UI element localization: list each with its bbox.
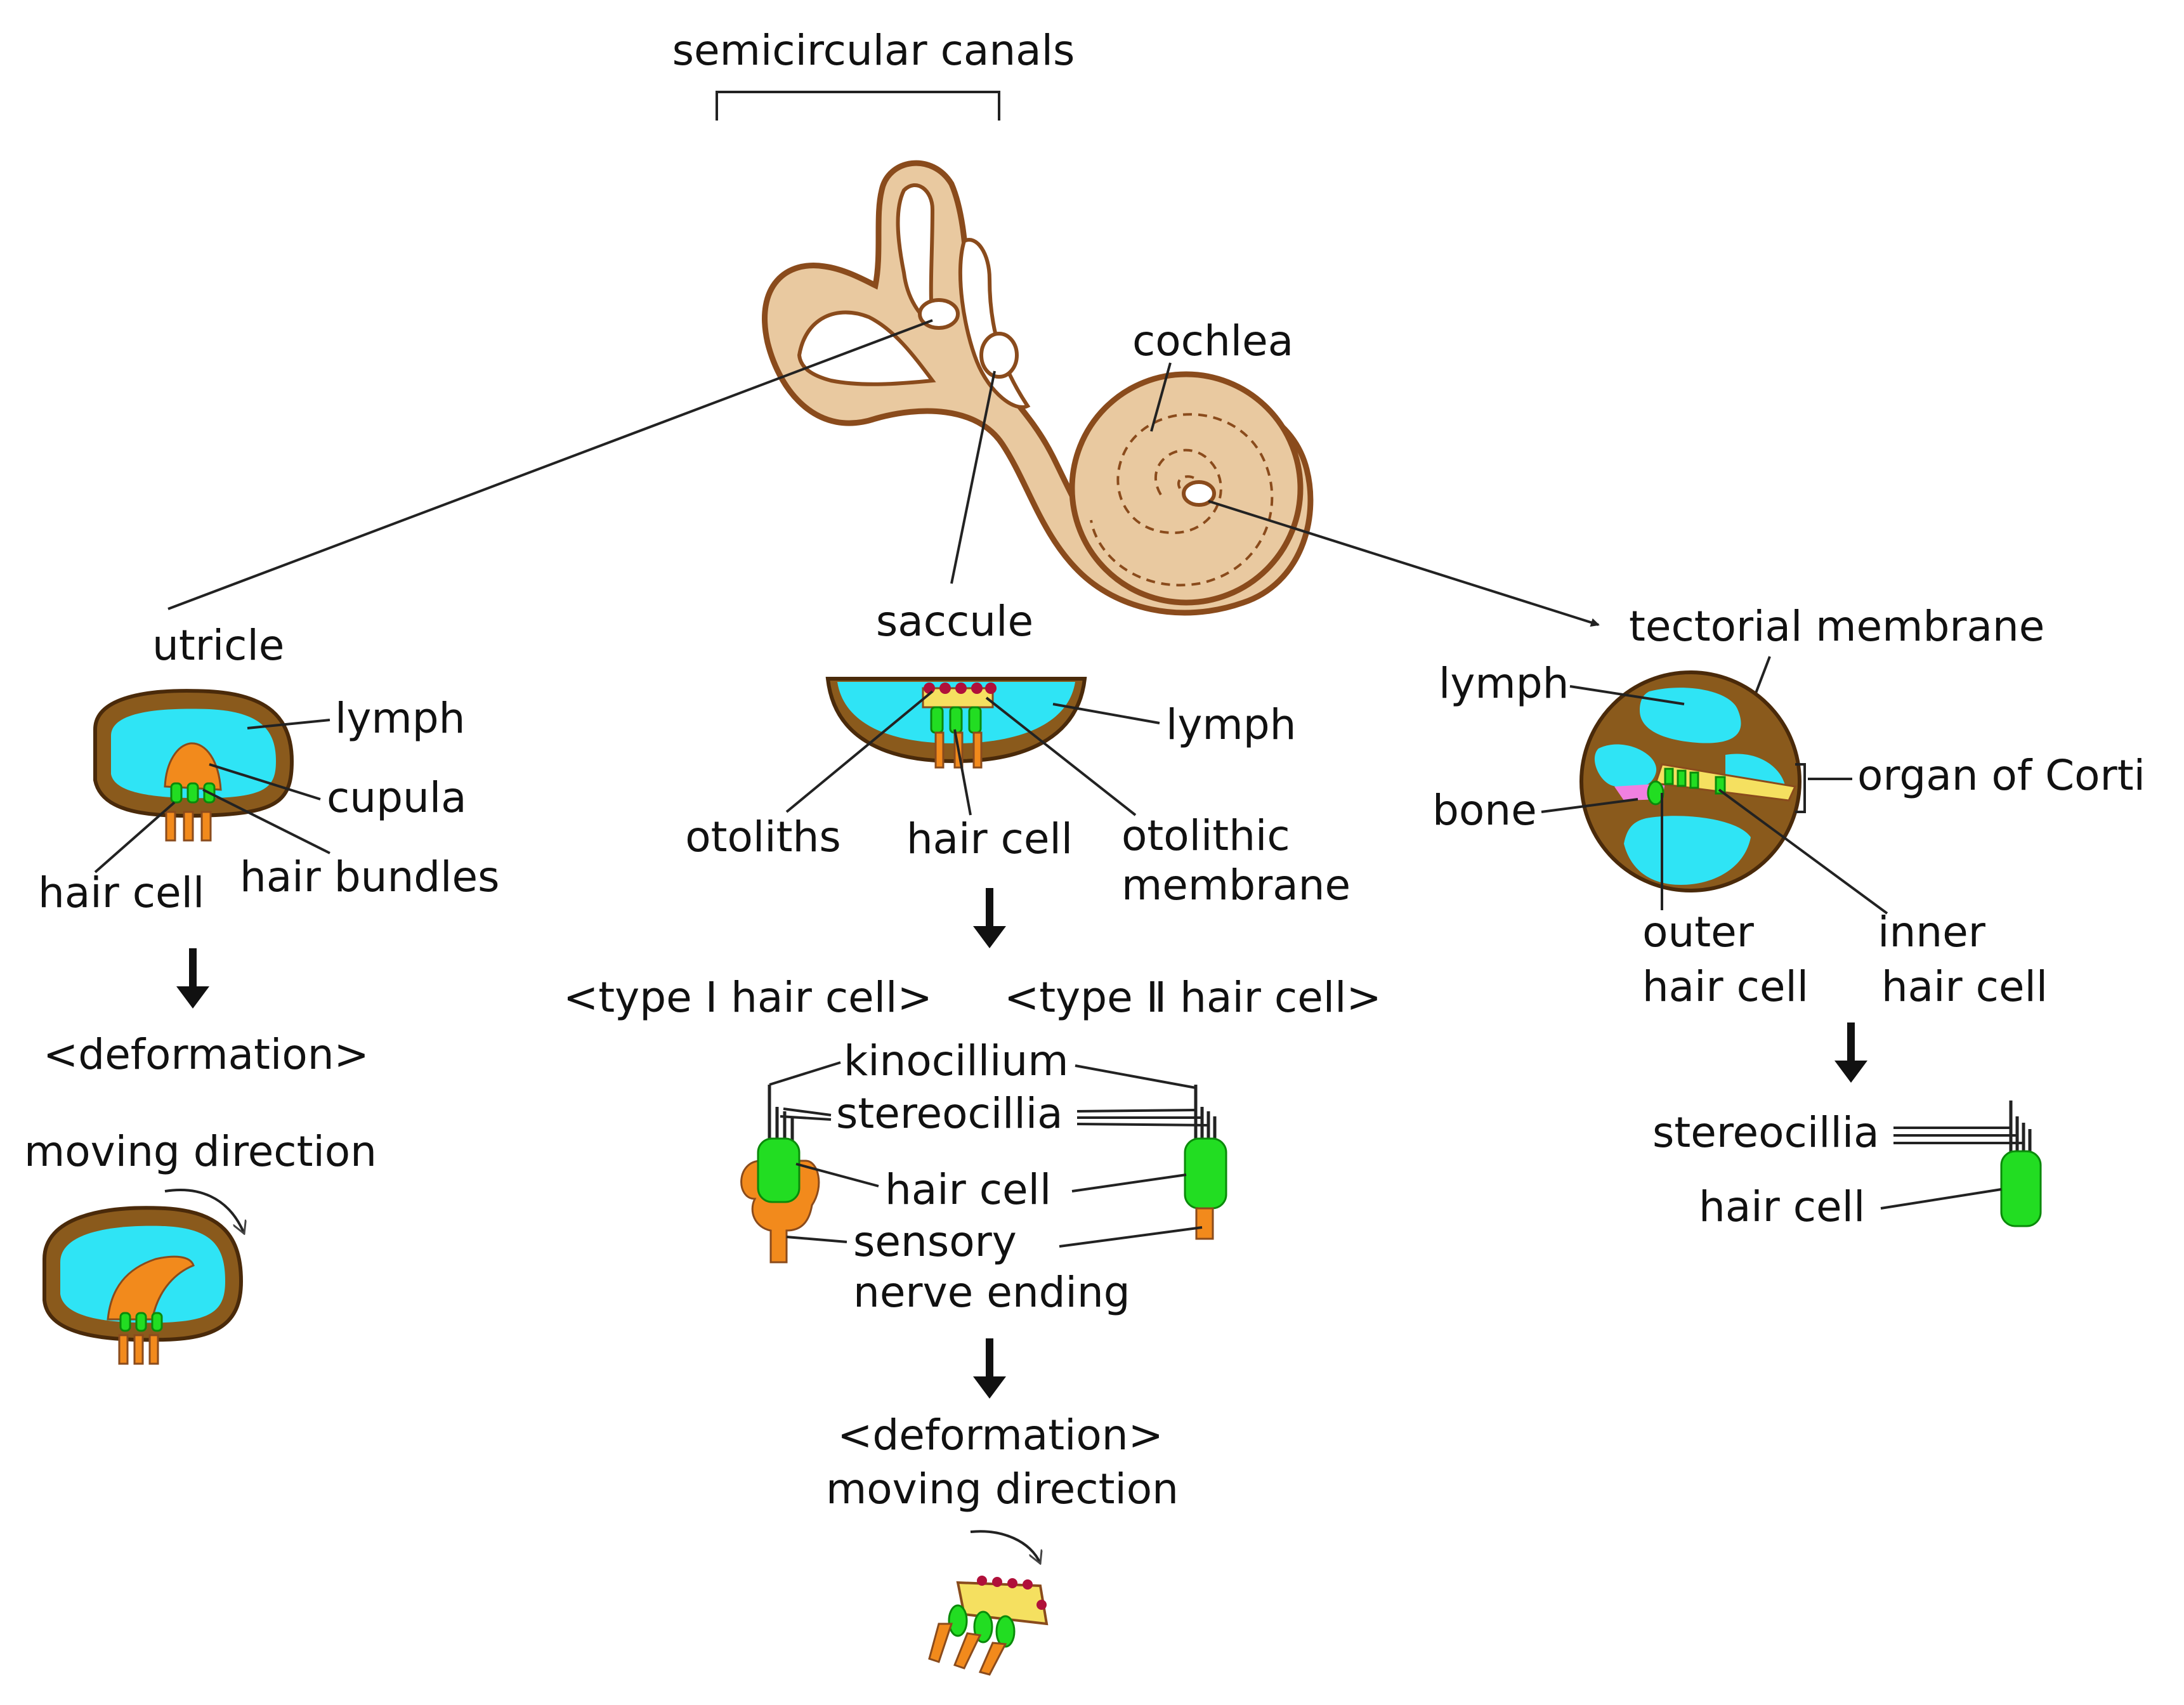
- saccule-otoliths-label: otoliths: [685, 813, 840, 861]
- inner-hair-cell-label-2: hair cell: [1881, 962, 2048, 1011]
- saccule-otolithic-label-2: membrane: [1121, 861, 1350, 910]
- stereocillia-leader-right-1: [1076, 1109, 1196, 1113]
- stereocillia-leader-left-2: [780, 1115, 832, 1121]
- cochlea-label: cochlea: [1132, 317, 1293, 365]
- hair-cell-right-leader: [1880, 1188, 2002, 1210]
- type2-hair-cell: [1184, 1085, 1227, 1240]
- stereocillia-right-label: stereocillia: [1652, 1108, 1880, 1157]
- inner-hair-cell-leader: [1718, 788, 1888, 915]
- organ-of-corti-label: organ of Corti: [1857, 751, 2145, 800]
- stereocillia-label: stereocillia: [836, 1089, 1063, 1138]
- sensory-leader-right: [1059, 1226, 1203, 1248]
- hair-cell-right-label: hair cell: [1699, 1182, 1865, 1231]
- cochlear-duct-section: [1579, 670, 1801, 892]
- utricle-label: utricle: [152, 621, 284, 670]
- saccule-lymph-label: lymph: [1166, 700, 1296, 749]
- tectorial-membrane-label: tectorial membrane: [1629, 602, 2044, 651]
- cochlea-down-arrow: [1834, 1022, 1867, 1083]
- cochlea-leader: [1150, 362, 1172, 432]
- saccule-moving-direction-label: moving direction: [826, 1465, 1179, 1513]
- type1-label: <type Ⅰ hair cell>: [563, 973, 932, 1022]
- outer-hair-cell-label-1: outer: [1642, 908, 1755, 957]
- saccule-leader: [950, 370, 996, 584]
- sensory-leader-left: [786, 1236, 847, 1243]
- cochlea-section-arrow: [1208, 500, 1600, 627]
- saccule-deformed: [928, 1576, 1049, 1676]
- cochlea-lymph-leader: [1569, 685, 1685, 705]
- utricle-cupula-leader: [209, 763, 321, 800]
- type1-hair-cell: [740, 1085, 820, 1264]
- utricle-hair-cell-leader: [94, 801, 176, 873]
- utricle-lymph-label: lymph: [335, 694, 465, 743]
- semicircular-canals-label: semicircular canals: [672, 26, 1075, 75]
- kinocillium-leader-left: [769, 1061, 841, 1086]
- organ-of-corti-bracket: [1795, 763, 1806, 813]
- sensory-label-2: nerve ending: [853, 1268, 1130, 1317]
- utricle-hair-bundles-leader: [202, 788, 330, 854]
- inner-ear-illustration: [762, 160, 1314, 616]
- kinocillium-leader-right: [1075, 1064, 1196, 1089]
- saccule-label: saccule: [876, 597, 1033, 646]
- inner-hair-cell-label-1: inner: [1878, 908, 1986, 957]
- utricle-leader: [167, 319, 933, 610]
- stereocillia-leader-right-3: [1076, 1123, 1209, 1127]
- bone-label: bone: [1432, 786, 1537, 835]
- utricle-cupula-label: cupula: [327, 773, 467, 822]
- saccule-moving-arrow: [970, 1530, 1040, 1564]
- saccule-otolithic-label-1: otolithic: [1121, 811, 1290, 860]
- kinocillium-label: kinocillium: [844, 1036, 1069, 1085]
- utricle-hair-bundles-label: hair bundles: [240, 852, 500, 901]
- cochlea-lymph-label: lymph: [1439, 659, 1569, 708]
- bone-leader: [1541, 798, 1638, 813]
- semicircular-canals-bracket: [716, 91, 1000, 121]
- stereocillia-leader-left-1: [783, 1107, 832, 1116]
- saccule-otoliths-leader: [785, 690, 934, 813]
- saccule-down-arrow-2: [973, 1338, 1006, 1399]
- utricle-moving-arrow: [164, 1189, 244, 1234]
- hair-cell-mid-label: hair cell: [885, 1165, 1051, 1214]
- sensory-label-1: sensory: [853, 1217, 1017, 1266]
- utricle-deformed: [43, 1206, 244, 1365]
- saccule-otolithic-leader: [985, 696, 1137, 816]
- saccule-hair-cell-label: hair cell: [906, 814, 1073, 863]
- utricle-section: [93, 689, 294, 842]
- outer-hair-cell-illustration: [2000, 1101, 2042, 1227]
- utricle-deformation-label: <deformation>: [43, 1030, 369, 1079]
- saccule-hair-cell-leader: [953, 729, 972, 816]
- hair-cell-mid-leader-left: [795, 1163, 879, 1187]
- utricle-lymph-leader: [247, 719, 330, 729]
- saccule-lymph-leader: [1052, 703, 1160, 724]
- utricle-hair-cell-label: hair cell: [38, 868, 204, 917]
- utricle-moving-direction-label: moving direction: [24, 1127, 377, 1176]
- type2-label: <type Ⅱ hair cell>: [1004, 973, 1382, 1022]
- saccule-section: [825, 677, 1087, 769]
- saccule-down-arrow-1: [973, 888, 1006, 948]
- hair-cell-mid-leader-right: [1071, 1173, 1187, 1192]
- outer-hair-cell-label-2: hair cell: [1642, 962, 1808, 1011]
- utricle-down-arrow: [176, 948, 209, 1009]
- saccule-deformation-label: <deformation>: [837, 1411, 1163, 1460]
